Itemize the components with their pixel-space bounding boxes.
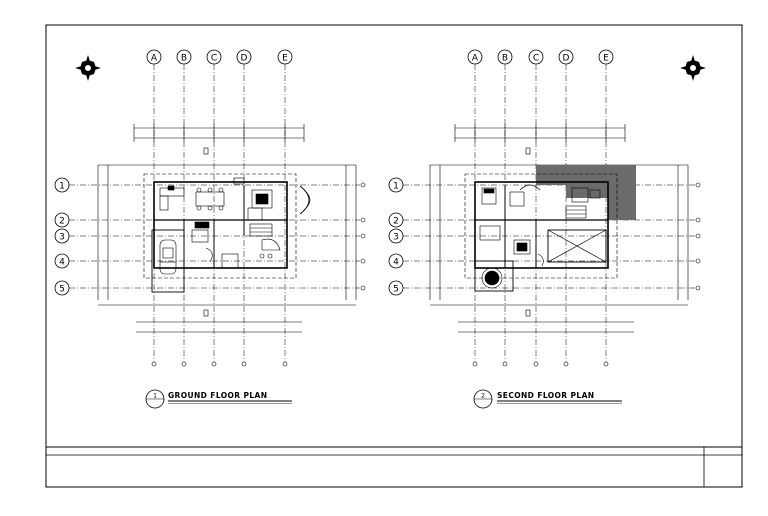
svg-text:D: D bbox=[563, 54, 570, 64]
svg-text:C: C bbox=[211, 54, 217, 64]
column-bubbles: A B C D E bbox=[467, 49, 614, 65]
dimension-lines bbox=[97, 124, 357, 333]
grid-bubble-d: D bbox=[558, 49, 574, 65]
grid-bubble-1: 1 bbox=[54, 177, 70, 193]
svg-text:2: 2 bbox=[59, 217, 65, 227]
grid-bubble-1: 1 bbox=[388, 177, 404, 193]
svg-text:E: E bbox=[603, 54, 609, 64]
svg-text:B: B bbox=[181, 54, 187, 64]
roof-shaded-area bbox=[536, 165, 636, 220]
dimension-lines bbox=[429, 124, 689, 333]
svg-text:D: D bbox=[241, 54, 248, 64]
svg-text:A: A bbox=[472, 54, 479, 64]
svg-text:E: E bbox=[282, 54, 288, 64]
svg-text:4: 4 bbox=[393, 258, 399, 268]
north-arrow-icon bbox=[75, 55, 101, 81]
grid-lines-vertical bbox=[474, 64, 607, 362]
svg-text:5: 5 bbox=[59, 285, 65, 295]
svg-text:3: 3 bbox=[59, 233, 65, 243]
plan-title-text: GROUND FLOOR PLAN bbox=[168, 391, 267, 400]
grid-end-markers bbox=[151, 182, 366, 367]
row-bubbles: 1 2 3 4 5 bbox=[388, 177, 404, 296]
sheet-border bbox=[45, 24, 743, 488]
grid-bubble-a: A bbox=[467, 49, 483, 65]
svg-text:1: 1 bbox=[393, 182, 399, 192]
grid-bubble-5: 5 bbox=[54, 280, 70, 296]
grid-bubble-d: D bbox=[236, 49, 252, 65]
svg-text:A: A bbox=[151, 54, 158, 64]
plan-title-ground: 1 GROUND FLOOR PLAN bbox=[145, 389, 292, 409]
grid-bubble-b: B bbox=[176, 49, 192, 65]
plan-number: 2 bbox=[481, 393, 485, 400]
furniture bbox=[479, 147, 601, 317]
building-walls bbox=[464, 173, 618, 292]
plan-title-second: 2 SECOND FLOOR PLAN bbox=[473, 389, 622, 409]
grid-bubble-b: B bbox=[497, 49, 513, 65]
row-bubbles: 1 2 3 4 5 bbox=[54, 177, 70, 296]
grid-bubble-5: 5 bbox=[388, 280, 404, 296]
grid-bubble-2: 2 bbox=[388, 212, 404, 228]
grid-bubble-3: 3 bbox=[54, 228, 70, 244]
plan-title-text: SECOND FLOOR PLAN bbox=[497, 391, 594, 400]
column-bubbles: A B C D E bbox=[146, 49, 293, 65]
grid-bubble-3: 3 bbox=[388, 228, 404, 244]
furniture bbox=[159, 147, 311, 317]
grid-bubble-e: E bbox=[277, 49, 293, 65]
grid-end-markers bbox=[472, 182, 701, 367]
svg-text:B: B bbox=[502, 54, 508, 64]
ground-floor-plan: A B C D E 1 bbox=[54, 49, 366, 409]
svg-text:2: 2 bbox=[393, 217, 399, 227]
grid-bubble-4: 4 bbox=[388, 253, 404, 269]
plan-number: 1 bbox=[153, 393, 157, 400]
building-walls bbox=[143, 173, 297, 293]
grid-bubble-c: C bbox=[206, 49, 222, 65]
second-floor-plan: A B C D E 1 bbox=[388, 49, 706, 409]
grid-bubble-2: 2 bbox=[54, 212, 70, 228]
svg-text:3: 3 bbox=[393, 233, 399, 243]
grid-lines-vertical bbox=[153, 64, 286, 362]
svg-text:4: 4 bbox=[59, 258, 65, 268]
grid-bubble-c: C bbox=[528, 49, 544, 65]
svg-text:1: 1 bbox=[59, 182, 65, 192]
grid-lines-horizontal bbox=[403, 184, 695, 289]
grid-bubble-4: 4 bbox=[54, 253, 70, 269]
svg-text:C: C bbox=[533, 54, 539, 64]
north-arrow-icon bbox=[680, 55, 706, 81]
grid-bubble-e: E bbox=[598, 49, 614, 65]
svg-text:5: 5 bbox=[393, 285, 399, 295]
grid-bubble-a: A bbox=[146, 49, 162, 65]
